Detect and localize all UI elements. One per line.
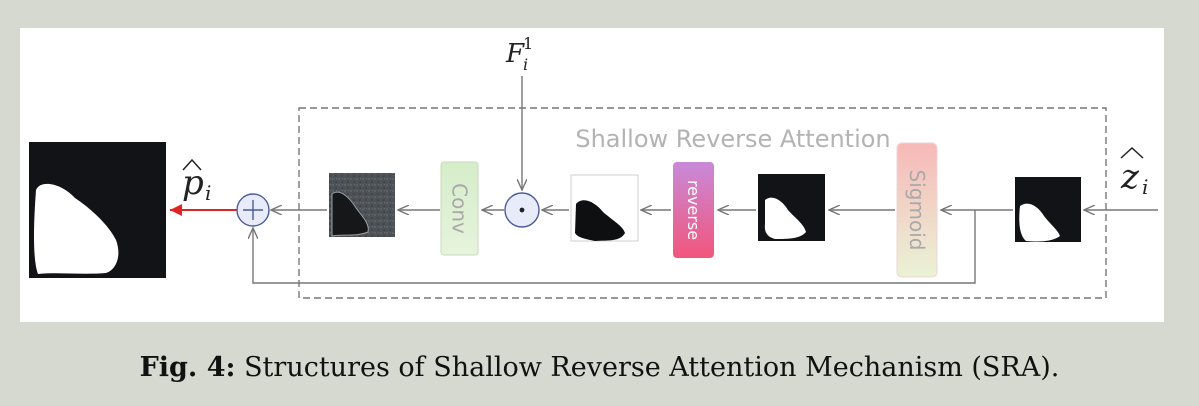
sigmoid-label: Sigmoid (905, 170, 929, 251)
output-p-label: p i (182, 158, 211, 205)
module-dashed-border (298, 107, 1107, 299)
figure-panel: Shallow Reverse Attention p i Conv (20, 28, 1164, 322)
input-z-label: z i (1120, 146, 1148, 199)
svg-text:i: i (1142, 175, 1148, 199)
sigmoid-mask-image (758, 174, 825, 241)
svg-text:F: F (505, 39, 525, 69)
reverse-label: reverse (684, 180, 703, 240)
residual-connection (253, 210, 976, 284)
attention-feature-image (329, 173, 395, 237)
conv-block: Conv (440, 161, 479, 256)
reverse-block: reverse (673, 162, 714, 258)
input-z-image (1015, 177, 1081, 242)
svg-text:i: i (205, 181, 211, 205)
sigmoid-block: Sigmoid (896, 142, 938, 278)
caption-label: Fig. 4: (139, 352, 236, 383)
svg-text:z: z (1120, 157, 1140, 197)
caption-text: Structures of Shallow Reverse Attention … (244, 352, 1060, 383)
svg-text:i: i (523, 55, 528, 74)
reversed-mask-image (570, 174, 639, 242)
svg-text:1: 1 (523, 34, 533, 53)
svg-text:p: p (182, 163, 204, 203)
figure-caption: Fig. 4: Structures of Shallow Reverse At… (0, 352, 1199, 383)
add-operator (236, 193, 270, 227)
sra-diagram: Shallow Reverse Attention p i Conv (29, 34, 1158, 299)
input-feature-label: F 1 i (505, 34, 533, 74)
conv-label: Conv (448, 183, 472, 234)
output-mask-image (29, 142, 166, 278)
module-title: Shallow Reverse Attention (575, 125, 890, 153)
multiply-operator (504, 192, 540, 228)
